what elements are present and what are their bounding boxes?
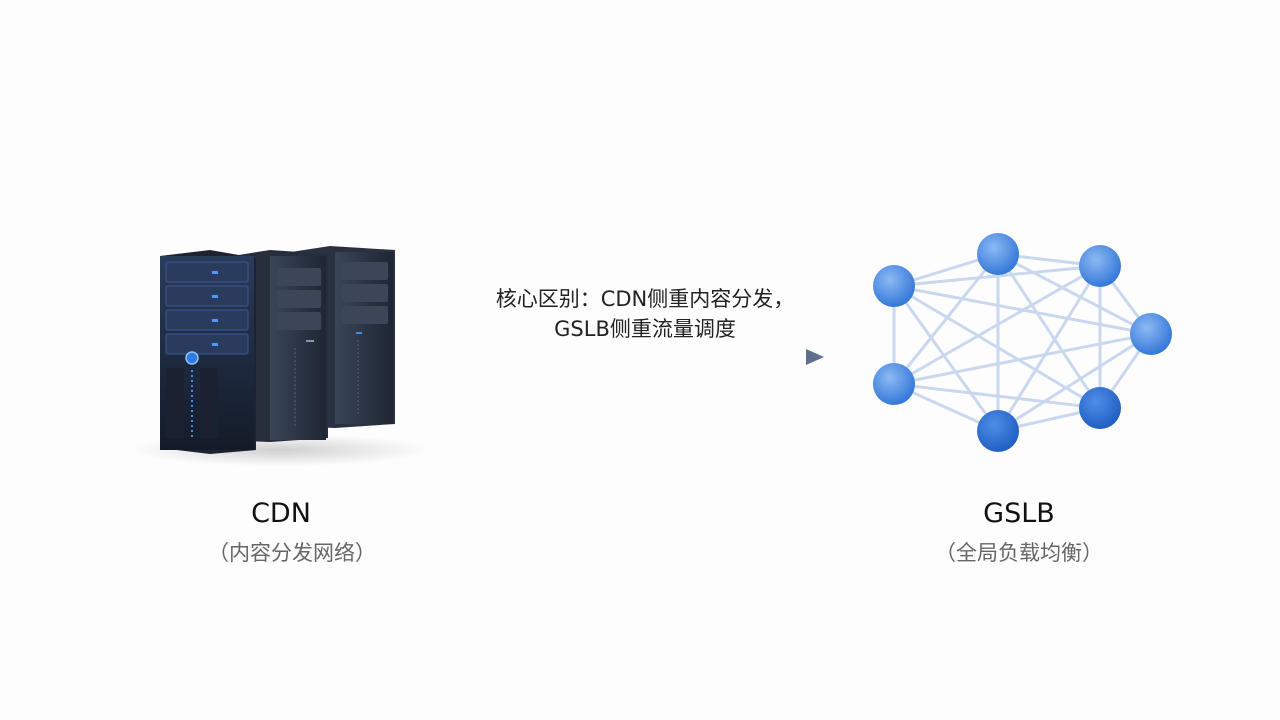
mesh-node <box>1130 313 1172 355</box>
mesh-link <box>892 332 1153 386</box>
gslb-subtitle: （全局负载均衡） <box>935 541 1103 565</box>
server-tower-icon <box>130 246 430 466</box>
mesh-node <box>977 233 1019 275</box>
mesh-link <box>996 252 1102 410</box>
caption-line-2: GSLB侧重流量调度 <box>554 317 736 341</box>
mesh-link <box>996 264 1102 433</box>
mesh-nodes <box>873 233 1172 452</box>
mesh-link <box>892 382 1102 410</box>
mesh-node <box>977 410 1019 452</box>
comparison-caption: 核心区别：CDN侧重内容分发， GSLB侧重流量调度 <box>460 284 830 344</box>
caption-line-1: 核心区别：CDN侧重内容分发， <box>495 287 795 311</box>
cdn-title: CDN <box>251 498 311 529</box>
mesh-node <box>873 265 915 307</box>
mesh-link <box>996 252 1153 336</box>
mesh-node <box>1079 387 1121 429</box>
mesh-link <box>892 252 1000 386</box>
gslb-title: GSLB <box>983 498 1055 529</box>
cdn-subtitle: （内容分发网络） <box>208 541 376 565</box>
mesh-node <box>1079 245 1121 287</box>
mesh-link <box>892 284 1000 433</box>
network-mesh-icon <box>873 233 1172 452</box>
mesh-link <box>996 332 1153 433</box>
mesh-node <box>873 363 915 405</box>
server-unit-1 <box>160 250 256 454</box>
mesh-link <box>892 264 1102 386</box>
right-arrow-icon <box>500 349 824 365</box>
